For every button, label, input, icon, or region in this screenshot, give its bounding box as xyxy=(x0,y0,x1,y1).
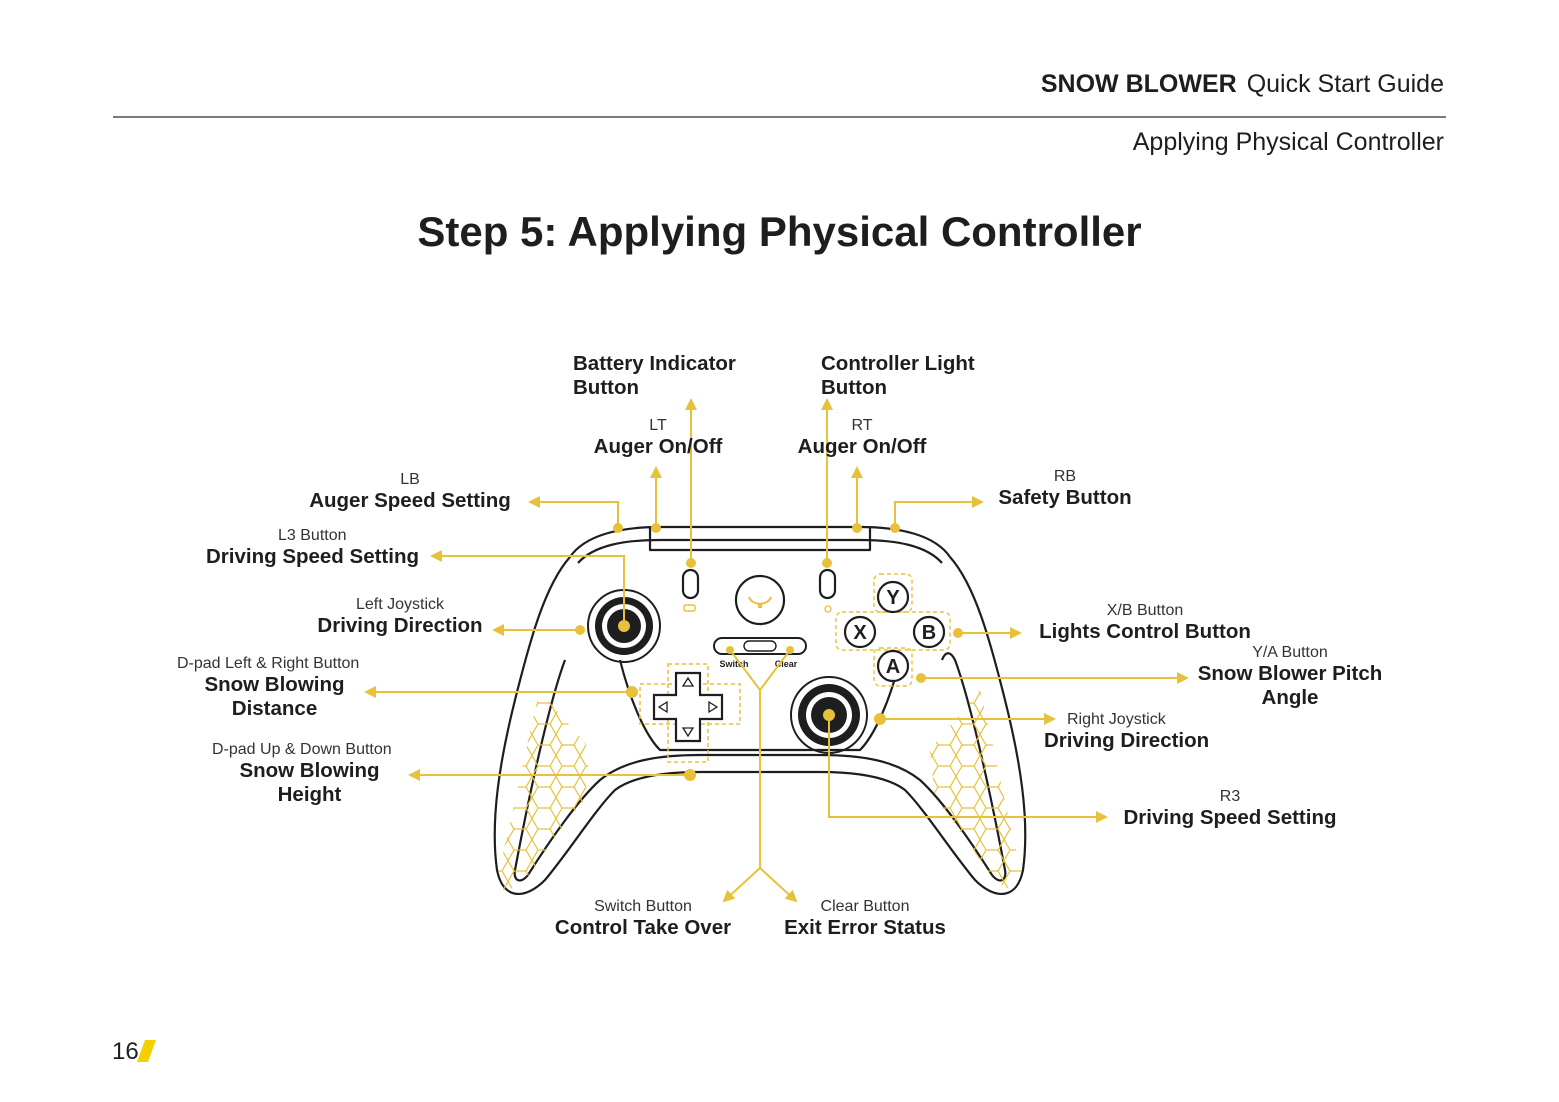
lb-name: LB xyxy=(400,471,420,488)
switch-key-label: Switch xyxy=(719,659,748,669)
x-button-label: X xyxy=(853,622,867,644)
doc-title: Quick Start Guide xyxy=(1246,70,1444,98)
a-button-label: A xyxy=(886,656,900,678)
rb-function: Safety Button xyxy=(998,486,1132,510)
dpad-ud-function: Snow Blowing Height xyxy=(239,759,380,806)
callout-switch: Switch Button Control Take Over xyxy=(548,898,738,940)
callout-rt: RT Auger On/Off xyxy=(782,417,942,459)
callout-clear: Clear Button Exit Error Status xyxy=(780,898,950,940)
callout-xb: X/B Button Lights Control Button xyxy=(1030,602,1260,644)
l3-name: L3 Button xyxy=(278,527,347,544)
switch-function: Control Take Over xyxy=(554,916,732,940)
header-rule xyxy=(113,116,1446,118)
line-lb xyxy=(528,496,619,528)
light-function: Controller Light Button xyxy=(821,352,975,399)
left-joystick-name: Left Joystick xyxy=(355,596,445,613)
callout-battery: Battery Indicator Button xyxy=(573,352,753,399)
rt-name: RT xyxy=(851,417,873,434)
clear-name: Clear Button xyxy=(820,898,910,915)
callout-right-joystick: Right Joystick Driving Direction xyxy=(1044,711,1209,753)
page-mark-icon xyxy=(137,1040,156,1062)
clear-key-label: Clear xyxy=(775,659,798,669)
line-r3 xyxy=(828,715,1108,823)
callout-lb: LB Auger Speed Setting xyxy=(300,471,520,513)
left-joystick-function: Driving Direction xyxy=(317,614,483,638)
switch-clear-trunk xyxy=(729,649,791,868)
clear-function: Exit Error Status xyxy=(784,916,946,940)
rt-function: Auger On/Off xyxy=(797,435,927,459)
right-joystick-function: Driving Direction xyxy=(1044,729,1210,753)
brand-name: SNOW BLOWER xyxy=(1040,70,1237,98)
running-header: SNOW BLOWER Quick Start Guide xyxy=(1041,70,1444,99)
b-button-label: B xyxy=(922,622,936,644)
line-rb xyxy=(894,496,984,528)
r3-function: Driving Speed Setting xyxy=(1123,806,1337,830)
callout-lines xyxy=(364,398,1189,903)
callout-controller-light: Controller Light Button xyxy=(821,352,986,399)
lt-function: Auger On/Off xyxy=(593,435,723,459)
callout-dots xyxy=(575,523,963,781)
xb-name: X/B Button xyxy=(1106,602,1184,619)
line-clear xyxy=(759,867,798,903)
line-l3 xyxy=(430,550,625,626)
home-button xyxy=(734,574,786,626)
y-button-label: Y xyxy=(886,587,900,609)
callout-r3: R3 Driving Speed Setting xyxy=(1120,788,1340,830)
ya-name: Y/A Button xyxy=(1252,644,1328,661)
line-switch xyxy=(722,867,761,903)
right-joystick-name: Right Joystick xyxy=(1067,711,1166,728)
callout-l3: L3 Button Driving Speed Setting xyxy=(206,527,419,569)
r3-name: R3 xyxy=(1219,788,1241,805)
page-number: 16 xyxy=(112,1038,139,1065)
callout-ya: Y/A Button Snow Blower Pitch Angle xyxy=(1195,644,1385,710)
rb-name: RB xyxy=(1053,468,1077,485)
callout-dpad-ud: D-pad Up & Down Button Snow Blowing Heig… xyxy=(212,741,407,807)
section-title: Applying Physical Controller xyxy=(1132,128,1444,156)
dpad-lr-function: Snow Blowing Distance xyxy=(204,673,345,720)
xb-function: Lights Control Button xyxy=(1039,620,1251,644)
dpad-lr-name: D-pad Left & Right Button xyxy=(177,655,360,672)
grip-texture xyxy=(495,690,1025,890)
switch-clear-buttons: Switch Clear xyxy=(713,637,807,669)
dpad-ud-name: D-pad Up & Down Button xyxy=(212,741,392,758)
battery-function: Battery Indicator Button xyxy=(573,352,736,399)
battery-indicator-button xyxy=(681,568,700,612)
lt-name: LT xyxy=(649,417,667,434)
face-buttons: Y X B A xyxy=(835,573,951,687)
callout-left-joystick: Left Joystick Driving Direction xyxy=(310,596,490,638)
ya-function: Snow Blower Pitch Angle xyxy=(1197,662,1383,709)
callout-dpad-lr: D-pad Left & Right Button Snow Blowing D… xyxy=(177,655,372,721)
lb-function: Auger Speed Setting xyxy=(309,489,511,513)
dpad xyxy=(639,663,741,763)
callout-rb: RB Safety Button xyxy=(990,468,1140,510)
page-title: Step 5: Applying Physical Controller xyxy=(417,208,1142,255)
l3-function: Driving Speed Setting xyxy=(206,545,419,569)
callout-lt: LT Auger On/Off xyxy=(578,417,738,459)
switch-name: Switch Button xyxy=(594,898,692,915)
controller-light-button xyxy=(818,568,837,613)
